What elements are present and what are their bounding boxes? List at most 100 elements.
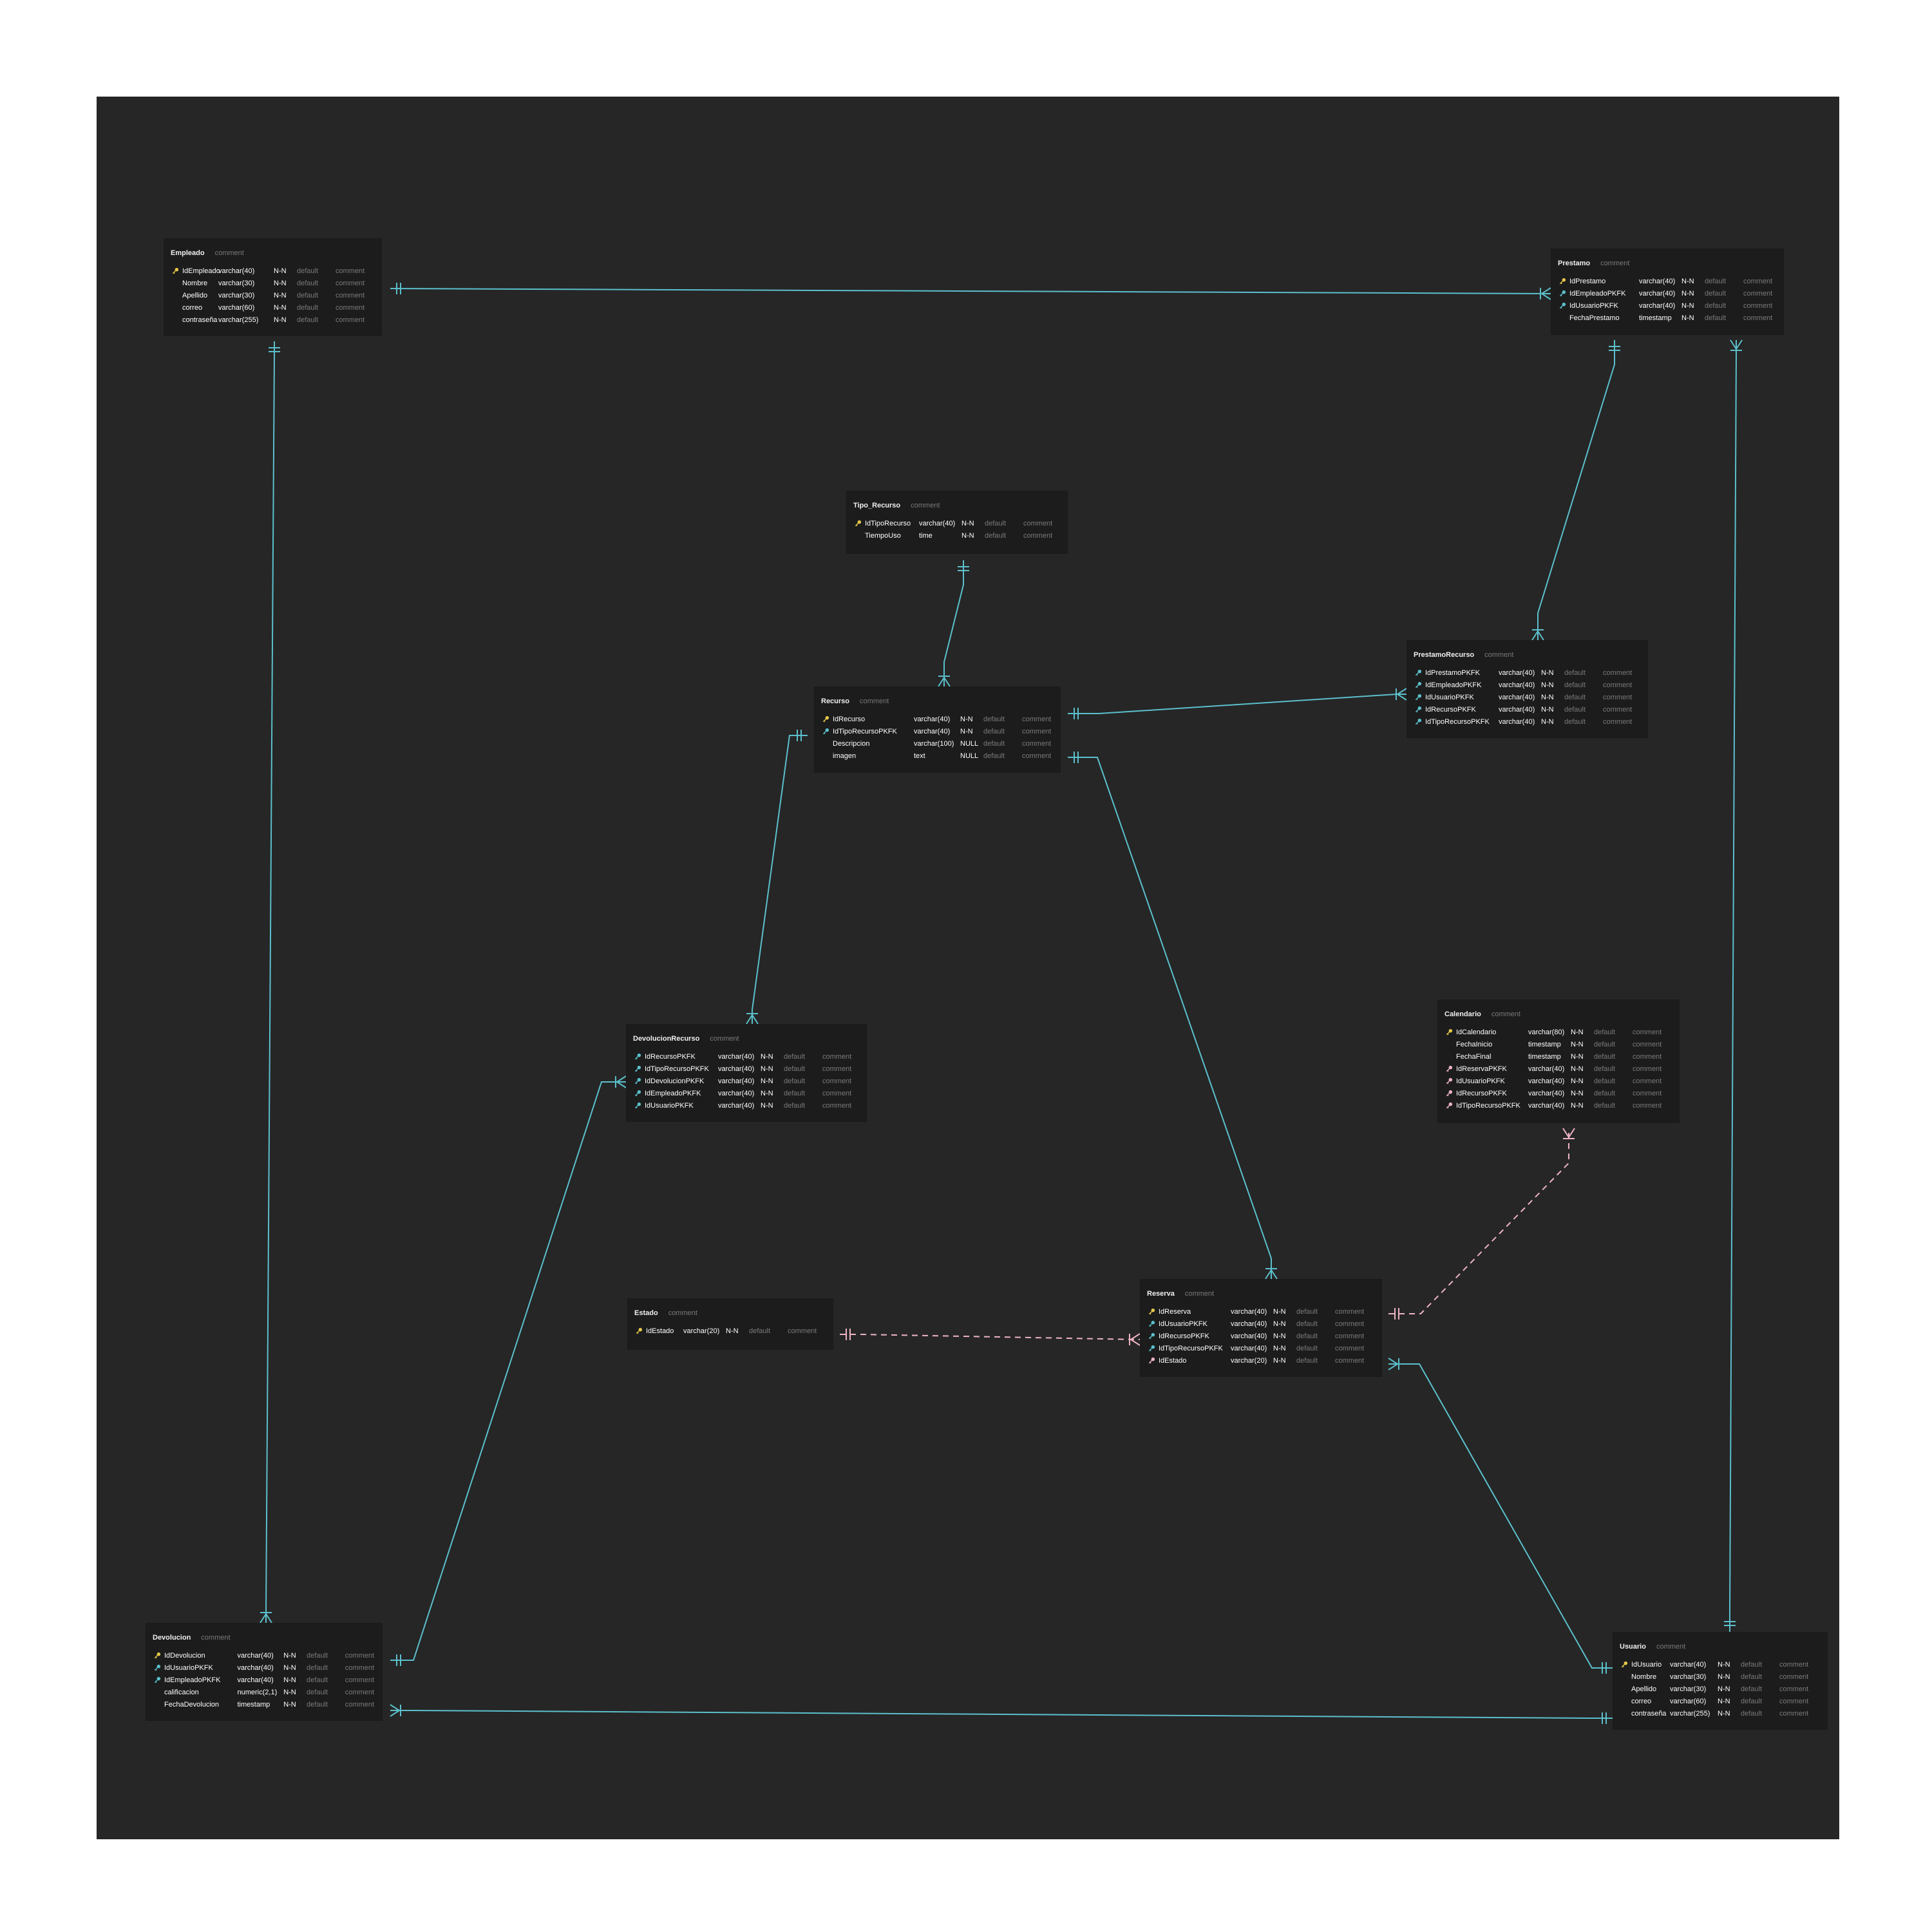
- column-nullability: N-N: [1273, 1320, 1286, 1328]
- column-comment: comment: [1779, 1685, 1809, 1693]
- column-comment: comment: [1335, 1332, 1365, 1340]
- column-name: IdTipoRecurso: [865, 519, 911, 527]
- foreign-key-icon: [1415, 718, 1425, 725]
- column-default: default: [1296, 1356, 1318, 1365]
- column-default: default: [1564, 668, 1586, 677]
- column-name: Nombre: [1631, 1672, 1657, 1681]
- entity-comment: comment: [201, 1634, 231, 1642]
- column-default: default: [1594, 1065, 1616, 1073]
- column-type: varchar(20): [683, 1327, 720, 1335]
- column-default: default: [1741, 1697, 1763, 1705]
- entity-name: Estado: [634, 1309, 658, 1317]
- column-name: IdDevolucionPKFK: [645, 1077, 705, 1085]
- column-type: varchar(40): [1231, 1344, 1267, 1352]
- column-default: default: [784, 1065, 806, 1073]
- primary-key-icon: [1559, 278, 1569, 285]
- column-default: default: [1741, 1660, 1763, 1669]
- column-comment: comment: [1633, 1028, 1662, 1036]
- column-nullability: N-N: [1681, 301, 1694, 310]
- column-name: IdPrestamoPKFK: [1425, 668, 1480, 677]
- foreign-key-icon: [1148, 1357, 1159, 1364]
- column-comment: comment: [822, 1089, 852, 1097]
- column-name: IdEstado: [1159, 1356, 1187, 1365]
- entity-comment: comment: [1491, 1010, 1521, 1018]
- column-name: IdCalendario: [1456, 1028, 1497, 1036]
- primary-key-icon: [822, 715, 833, 723]
- column-comment: comment: [345, 1676, 375, 1684]
- column-nullability: N-N: [960, 715, 973, 723]
- column-type: varchar(40): [1499, 705, 1535, 714]
- column-comment: comment: [1779, 1672, 1809, 1681]
- column-name: IdDevolucion: [164, 1651, 205, 1660]
- column-nullability: N-N: [1571, 1077, 1584, 1085]
- column-default: default: [1594, 1101, 1616, 1110]
- diagram-canvas[interactable]: [97, 97, 1839, 1839]
- foreign-key-icon: [1415, 681, 1425, 688]
- column-comment: comment: [1603, 717, 1633, 726]
- column-default: default: [307, 1663, 328, 1672]
- column-name: contraseña: [1631, 1709, 1667, 1718]
